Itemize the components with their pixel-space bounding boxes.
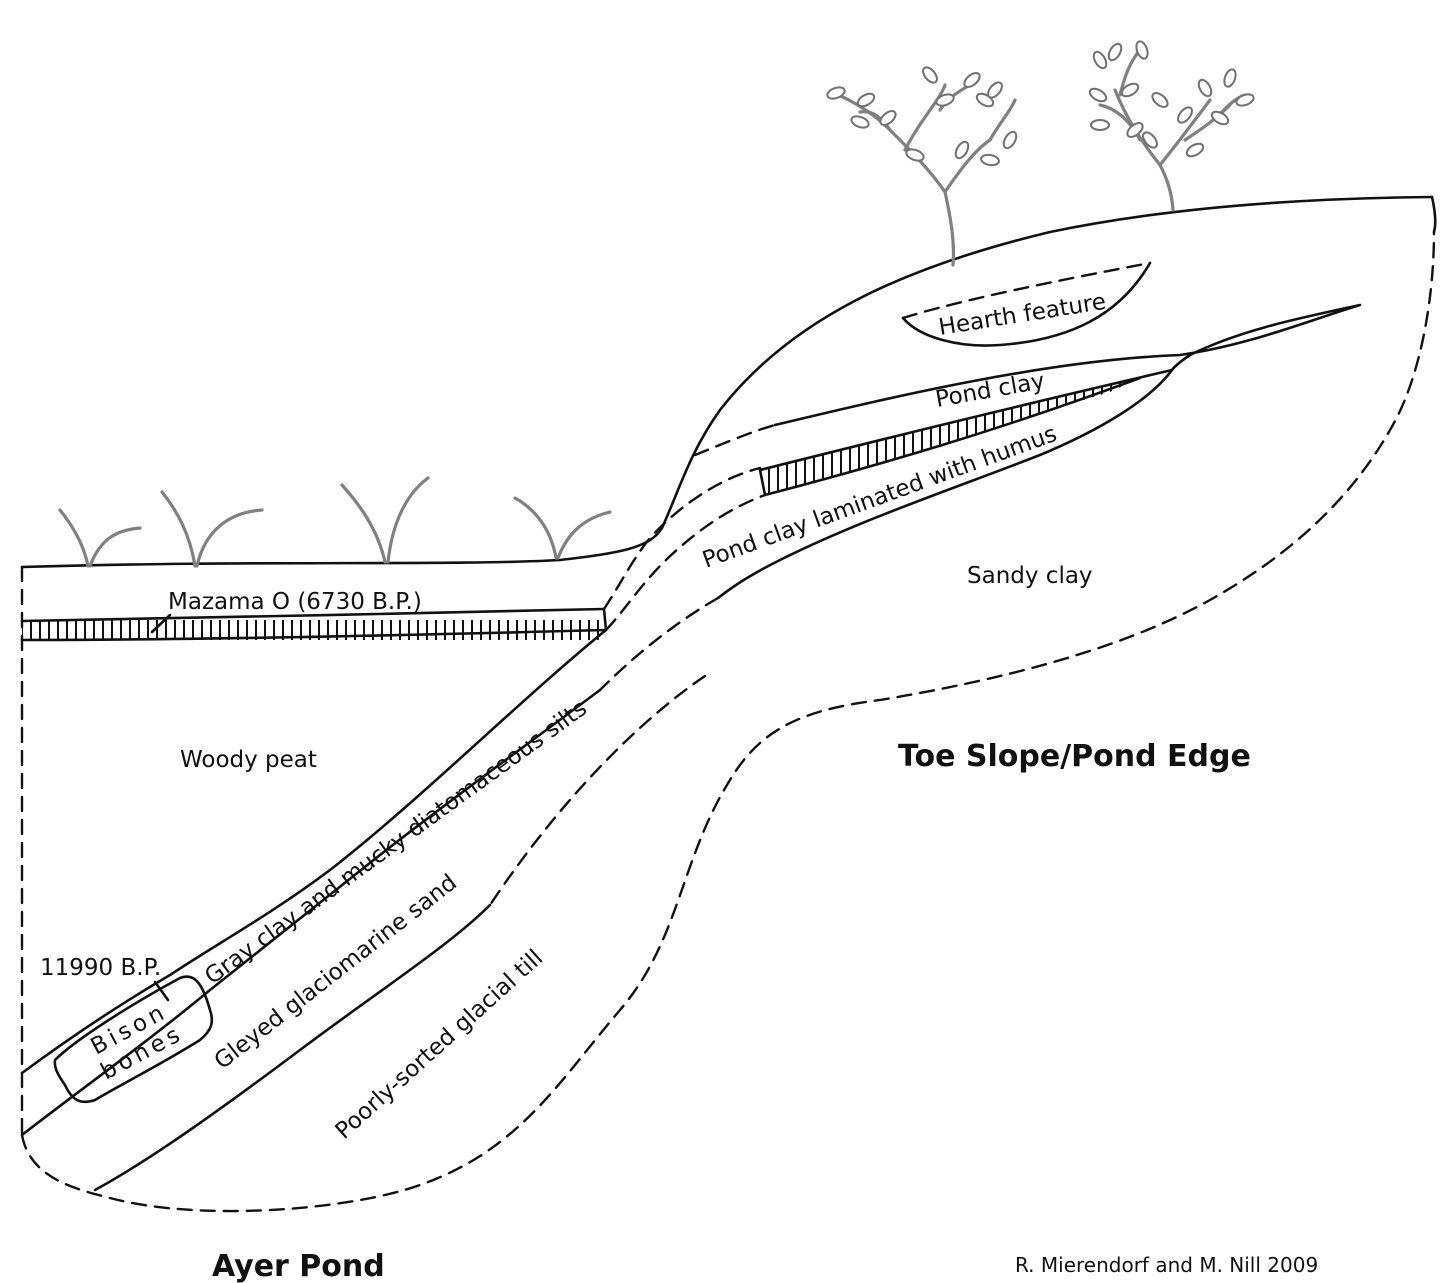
- gray-clay-bottom-diagonal: [20, 688, 602, 1137]
- grass-tuft-2: [160, 490, 264, 568]
- label-woody-peat: Woody peat: [180, 747, 317, 773]
- mazama-leader-line: [150, 613, 172, 634]
- mazama-tephra-top: [20, 607, 606, 623]
- label-toe-slope: Toe Slope/Pond Edge: [898, 739, 1251, 774]
- label-sandy-clay: Sandy clay: [967, 563, 1093, 589]
- grass-tuft-3: [340, 476, 430, 564]
- laminated-band-fill: [760, 378, 1140, 495]
- right-boundary-line: [1430, 195, 1437, 234]
- ground-surface-line: [20, 195, 1434, 569]
- gray-clay-top-dashed: [604, 493, 767, 632]
- mazama-tephra-band-fill: [22, 620, 606, 640]
- mazama-tephra-bottom: [20, 628, 608, 642]
- laminated-band-bottom: [763, 376, 1142, 497]
- label-credit: R. Mierendorf and M. Nill 2009: [1015, 1253, 1318, 1277]
- hearth-feature-bottom: [901, 261, 1152, 347]
- label-gray-clay: Gray clay and mucky diatomaceous silts: [200, 695, 592, 989]
- pond-clay-tail: [1170, 353, 1192, 372]
- mazama-tephra-end: [602, 607, 608, 632]
- date-11990-tick: [153, 980, 170, 1002]
- bison-bones-box: [53, 975, 214, 1104]
- label-ayer-pond: Ayer Pond: [212, 1249, 385, 1283]
- laminated-humus-base-dashed: [598, 596, 720, 692]
- grass-tuft-4: [513, 496, 612, 560]
- gray-clay-top-diagonal: [20, 628, 608, 1075]
- pond-clay-top-solid: [773, 303, 1362, 427]
- laminated-band-top: [758, 368, 1174, 472]
- gleyed-sand-bottom-solid: [93, 903, 492, 1192]
- label-glacial-till: Poorly-sorted glacial till: [331, 945, 548, 1144]
- hearth-feature-top-dashed: [901, 261, 1152, 320]
- tree-right: [1088, 40, 1255, 212]
- gleyed-sand-bottom-dashed: [488, 674, 707, 907]
- label-date-11990: 11990 B.P.: [40, 955, 161, 981]
- label-hearth: Hearth feature: [937, 289, 1108, 341]
- laminated-humus-base: [716, 368, 1174, 600]
- tree-left: [826, 66, 1018, 267]
- mazama-to-pondclay-dashed: [602, 466, 762, 611]
- label-mazama: Mazama O (6730 B.P.): [168, 589, 422, 615]
- bottom-boundary-dashed: [20, 230, 1436, 1213]
- pond-clay-top-dashed: [693, 423, 777, 457]
- grass-tuft-1: [58, 508, 142, 568]
- laminated-band-left: [758, 468, 767, 497]
